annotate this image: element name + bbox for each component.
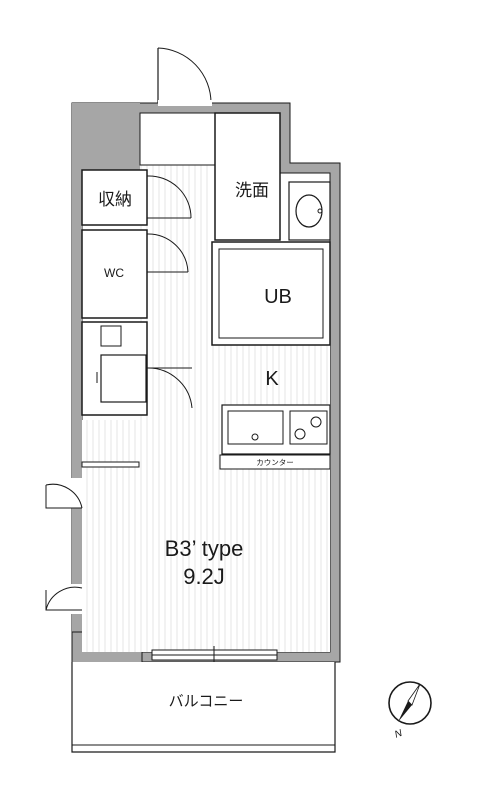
kitchen-sink: [227, 410, 284, 445]
room-partition: [81, 461, 140, 468]
left-door-arc-1: [45, 483, 83, 509]
washroom-label: 洗面: [235, 181, 269, 201]
kitchen-stove: [289, 410, 328, 445]
entrance: [139, 112, 216, 166]
kitchen-sink-drain: [251, 433, 259, 441]
washer-box-small: [100, 325, 122, 347]
left-door-arc-2: [45, 586, 83, 611]
left-door-1: [45, 485, 82, 509]
left-wall-column: [72, 103, 82, 662]
unit-bath-label: UB: [264, 286, 292, 308]
storage-label: 収納: [98, 190, 132, 210]
entrance-door-arc: [157, 47, 212, 104]
wc-door-arc: [146, 233, 189, 273]
storage-room: [81, 169, 148, 226]
counter-label: カウンター: [256, 458, 294, 467]
storage-door-arc: [146, 175, 192, 219]
balcony-label: バルコニー: [169, 692, 244, 710]
stove-burner-1: [294, 428, 306, 440]
counter-bar: [219, 454, 331, 470]
unit-size-label: 9.2J: [183, 564, 225, 589]
left-door-gap-1: [70, 478, 84, 508]
sink-drain: [317, 208, 323, 214]
left-wall-thick: [72, 103, 140, 170]
hallway-floor: [140, 165, 212, 420]
wc-label: WC: [104, 266, 124, 280]
washer-machine: [100, 354, 147, 403]
washroom: [214, 112, 281, 241]
compass-icon: [388, 681, 432, 725]
entrance-door-gap: [158, 100, 212, 106]
compass-north-label: N: [393, 728, 404, 741]
kitchen-label: K: [265, 368, 279, 390]
left-door-gap-2: [70, 584, 84, 614]
unit-bath-inner: [218, 248, 324, 339]
unit-type-label: B3’ type: [165, 536, 244, 561]
stove-burner-2: [310, 416, 322, 428]
wc-room: [81, 229, 148, 319]
balcony: [71, 662, 336, 753]
